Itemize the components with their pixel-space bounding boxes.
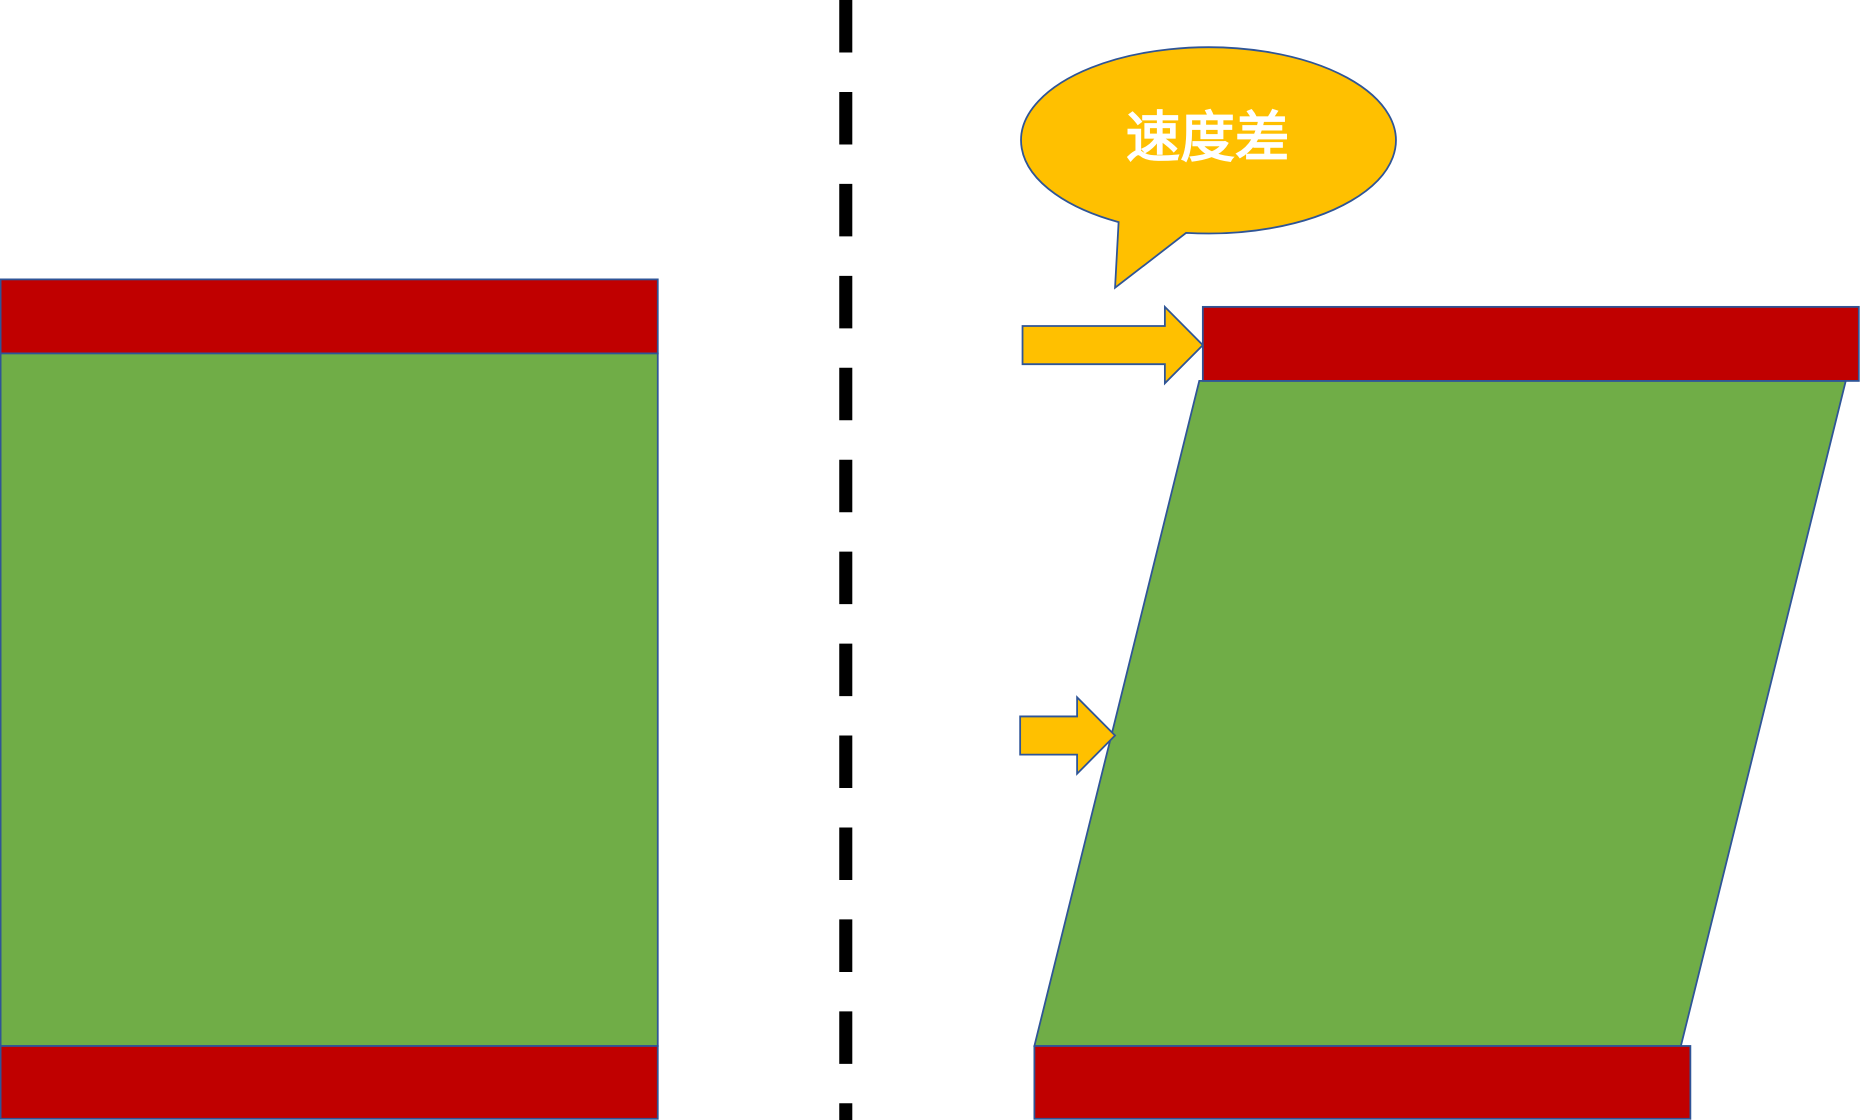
left-bottom-plate: [0, 1045, 659, 1120]
right-top-plate: [1201, 305, 1860, 382]
callout-bubble: [1020, 46, 1397, 290]
left-body: [0, 352, 659, 1047]
right-block-sheared: [1033, 305, 1860, 1120]
slow-velocity-arrow-icon: [1019, 695, 1117, 776]
right-bottom-plate: [1033, 1045, 1692, 1120]
left-top-plate: [0, 278, 659, 355]
speech-callout: 速度差: [1020, 46, 1397, 290]
callout-label: 速度差: [1126, 105, 1290, 169]
left-block-undeformed: [0, 278, 659, 1120]
right-body-parallelogram: [1033, 379, 1847, 1047]
fast-velocity-arrow-icon: [1021, 304, 1205, 386]
